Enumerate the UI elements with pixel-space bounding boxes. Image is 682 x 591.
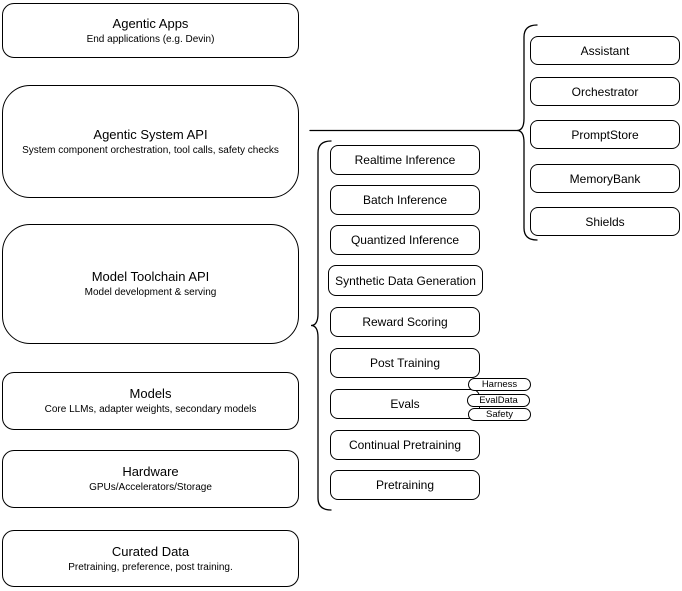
service-label: Realtime Inference (354, 153, 456, 167)
layer-title: Hardware (122, 464, 179, 479)
component-label: Assistant (580, 43, 630, 58)
eval-tag-harness: Harness (468, 378, 531, 391)
layer-agentic-system-api: Agentic System API System component orch… (2, 85, 299, 198)
layer-subtitle: System component orchestration, tool cal… (22, 144, 279, 156)
component-label: Orchestrator (571, 84, 639, 99)
service-quantized-inference: Quantized Inference (330, 225, 480, 255)
layer-subtitle: Pretraining, preference, post training. (68, 561, 233, 573)
component-label: Shields (585, 214, 625, 229)
layer-model-toolchain-api: Model Toolchain API Model development & … (2, 224, 299, 344)
layer-title: Curated Data (111, 543, 190, 559)
layer-models: Models Core LLMs, adapter weights, secon… (2, 372, 299, 430)
component-label: PromptStore (571, 127, 639, 142)
eval-tag-label: Safety (486, 409, 513, 420)
layer-subtitle: Core LLMs, adapter weights, secondary mo… (44, 404, 257, 415)
service-label: Post Training (369, 356, 441, 370)
service-label: Synthetic Data Generation (335, 273, 476, 288)
eval-tag-evaldata: EvalData (467, 394, 530, 407)
component-orchestrator: Orchestrator (530, 77, 680, 106)
eval-tag-label: EvalData (479, 395, 518, 406)
service-continual-pretraining: Continual Pretraining (330, 430, 480, 460)
service-label: Pretraining (375, 478, 435, 492)
service-post-training: Post Training (330, 348, 480, 378)
service-batch-inference: Batch Inference (330, 185, 480, 215)
layer-curated-data: Curated Data Pretraining, preference, po… (2, 530, 299, 587)
component-promptstore: PromptStore (530, 120, 680, 149)
service-synthetic-data-generation: Synthetic Data Generation (328, 265, 483, 296)
service-reward-scoring: Reward Scoring (330, 307, 480, 337)
service-label: Evals (390, 397, 420, 411)
service-label: Batch Inference (362, 193, 448, 207)
layer-subtitle: Model development & serving (84, 287, 217, 298)
service-realtime-inference: Realtime Inference (330, 145, 480, 175)
component-assistant: Assistant (530, 36, 680, 65)
layer-subtitle: GPUs/Accelerators/Storage (89, 482, 212, 493)
component-label: MemoryBank (569, 171, 641, 186)
service-label: Reward Scoring (362, 315, 448, 329)
component-shields: Shields (530, 207, 680, 236)
layer-subtitle: End applications (e.g. Devin) (86, 33, 215, 45)
layer-title: Agentic Apps (112, 15, 189, 31)
layer-title: Models (129, 386, 172, 401)
service-label: Continual Pretraining (348, 438, 462, 452)
service-pretraining: Pretraining (330, 470, 480, 500)
eval-tag-label: Harness (481, 379, 518, 390)
layer-title: Model Toolchain API (91, 269, 210, 284)
eval-tag-safety: Safety (468, 408, 531, 421)
layer-agentic-apps: Agentic Apps End applications (e.g. Devi… (2, 3, 299, 58)
layer-hardware: Hardware GPUs/Accelerators/Storage (2, 450, 299, 508)
layer-title: Agentic System API (93, 126, 208, 142)
service-label: Quantized Inference (350, 233, 460, 247)
service-evals: Evals (330, 389, 480, 419)
toolchain-brace (310, 140, 332, 511)
component-memorybank: MemoryBank (530, 164, 680, 193)
